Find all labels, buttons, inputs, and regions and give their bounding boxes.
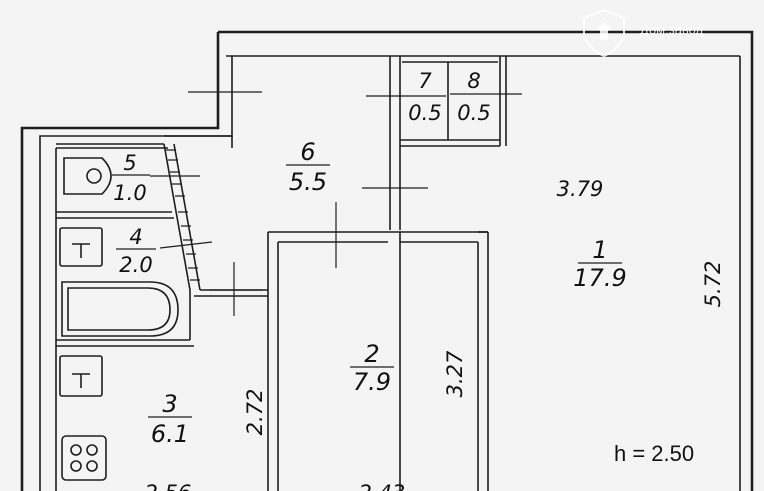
fixtures: [59, 157, 179, 481]
watermark: Дом.завод: [583, 8, 704, 58]
room-number: 6: [300, 138, 315, 166]
dimension-room3-height: 2.72: [243, 389, 267, 436]
room-3-label: 3 6.1: [148, 390, 192, 448]
room-area: 1.0: [113, 181, 146, 205]
sink-icon: [59, 227, 103, 267]
room-area: 7.9: [353, 368, 391, 396]
toilet-icon: [63, 157, 112, 195]
room-area: 2.0: [119, 253, 152, 277]
room-area: 17.9: [573, 264, 626, 292]
dimension-room1-width: 3.79: [557, 177, 604, 201]
opening-markers: [150, 91, 522, 316]
dimension-room1-length: 5.72: [701, 261, 725, 308]
room-number: 4: [129, 225, 142, 249]
stove-icon: [61, 435, 107, 481]
room-area: 5.5: [289, 168, 327, 196]
room-number: 8: [467, 69, 480, 93]
room-7-label: 7 0.5: [408, 69, 441, 125]
dimension-bottom-mid: 2.43: [359, 481, 406, 491]
room-number: 7: [418, 69, 432, 93]
room-2-label: 2 7.9: [350, 340, 394, 396]
interior-walls: [55, 56, 507, 491]
room-area: 6.1: [151, 420, 189, 448]
room-number: 5: [123, 151, 136, 175]
room-1-label: 1 17.9: [573, 236, 626, 292]
room-number: 2: [364, 340, 379, 368]
dimension-bottom-left: 2.56: [145, 481, 192, 491]
dimension-room2-height: 3.27: [443, 350, 467, 397]
shield-icon: [583, 8, 625, 58]
room-4-label: 4 2.0: [116, 225, 156, 277]
room-area: 0.5: [457, 101, 490, 125]
bathtub-icon: [61, 281, 179, 337]
kitchen-sink-icon: [59, 355, 103, 397]
room-8-label: 8 0.5: [457, 69, 490, 125]
room-number: 1: [592, 236, 607, 264]
room-5-label: 5 1.0: [112, 151, 150, 205]
room-number: 3: [162, 390, 177, 418]
ceiling-height: h = 2.50: [614, 441, 694, 466]
watermark-text: Дом.завод: [640, 22, 704, 37]
room-6-label: 6 5.5: [286, 138, 330, 196]
room-area: 0.5: [408, 101, 441, 125]
